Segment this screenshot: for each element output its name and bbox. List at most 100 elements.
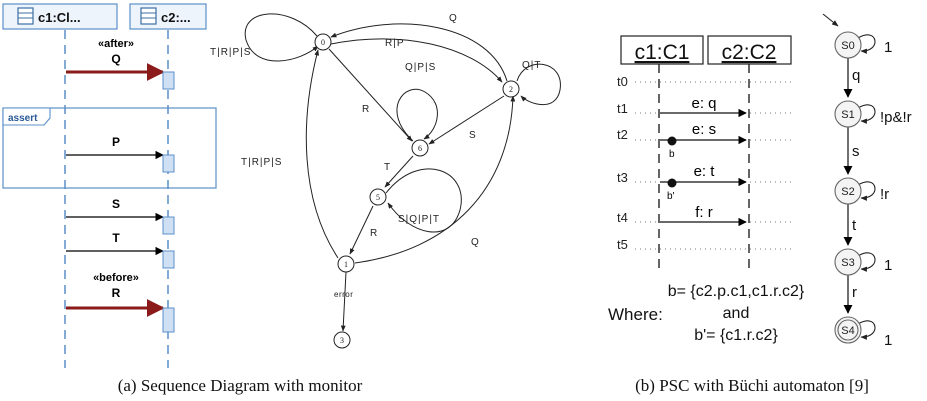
caption-a: (a) Sequence Diagram with monitor [118,376,363,395]
svg-text:S2: S2 [841,186,854,198]
state-s1: S1 [834,100,862,128]
time-label: t5 [617,237,628,252]
transition-1-2 [354,95,516,264]
self-loop-label: !r [880,186,889,203]
self-loop-label: !p&!r [880,109,912,126]
transition-1-0 [305,49,339,259]
where-and: and [723,305,750,322]
transition-label: Q [449,13,458,24]
transition-0-6 [328,48,413,142]
transition-2-6 [428,95,505,145]
transition-loop-6 [396,88,438,142]
self-loop-s1 [857,104,876,124]
time-label: t2 [617,127,628,142]
state-3: 3 [333,331,351,349]
svg-text:5: 5 [376,193,380,202]
state-s0: S0 [834,31,862,59]
time-label: t3 [617,170,628,185]
initial-arrow [822,13,839,27]
psc-message-label: f: r [695,204,713,221]
svg-text:S1: S1 [841,109,854,121]
transition-5-1 [349,205,374,255]
activation-bar [162,250,175,269]
self-loop-label: 1 [884,332,892,349]
monitor-transition-labels: T|R|P|S Q R|P Q|T R Q|P|S S T S|Q|P|T T|… [210,13,541,299]
transition-1-3 [340,271,347,332]
state-2: 2 [502,80,520,98]
transition-label: T|R|P|S [210,47,251,58]
constraint-label: b' [667,191,675,202]
svg-text:6: 6 [418,144,422,153]
psc-message-label: e: s [692,121,716,138]
state-s2: S2 [834,177,862,205]
psc-lifeline-label: c1:C1 [635,41,690,64]
psc-lifeline-head-c2 [707,35,792,65]
state-0: 0 [314,33,332,51]
edge-label: r [852,284,857,301]
message-label: S [112,197,120,211]
time-label: t1 [617,101,628,116]
transition-label: Q|T [522,60,541,71]
monitor-automaton: 0 2 6 5 1 3 [244,13,561,349]
activation-bar [162,216,175,235]
message-label: R [112,286,121,300]
time-labels: t0 t1 t2 t3 t4 t5 [617,74,628,252]
where-b-prime: b'= {c1.r.c2} [694,327,778,344]
svg-text:S3: S3 [841,257,854,269]
message-label: Q [111,52,120,66]
constraint-dot [667,178,677,188]
svg-text:S0: S0 [841,40,854,52]
buchi-automaton: S0 S1 S2 S3 S4 1 !p&!r !r [822,13,912,349]
edge-label: q [852,67,860,84]
psc-lifeline-head-c1 [620,35,704,65]
lifeline-head-c2: c2:... [129,3,207,30]
time-label: t4 [617,210,628,225]
self-loop-s2 [857,181,876,201]
psc-message-label: e: t [694,163,716,180]
caption-b: (b) PSC with Büchi automaton [9] [635,376,869,395]
edge-label: s [852,143,860,160]
psc-diagram: c1:C1 c2:C2 t0 t1 t2 t3 t4 t5 e: q e: s … [608,35,805,344]
state-s4-accepting: S4 [834,316,862,344]
self-loop-label: 1 [884,39,892,56]
svg-text:2: 2 [509,85,513,94]
self-loop-s3 [857,252,876,272]
state-1: 1 [337,255,355,273]
transition-0-2 [330,38,503,83]
lifeline-label: c1:Cl... [38,10,81,25]
activation-bar [162,71,175,90]
activation-bar [162,307,175,333]
transition-loop-5 [385,168,462,233]
state-5: 5 [369,188,387,206]
svg-text:3: 3 [340,336,344,345]
lifeline-head-c1: c1:Cl... [2,3,118,30]
svg-text:S4: S4 [841,325,854,337]
svg-text:0: 0 [321,38,325,47]
transition-label: R [370,228,378,239]
state-6: 6 [411,139,429,157]
transition-loop-0 [244,13,319,62]
svg-text:1: 1 [344,260,348,269]
transition-label: Q|P|S [405,62,436,73]
transition-label: T|R|P|S [241,157,282,168]
psc-message-label: e: q [691,95,716,112]
self-loop-s4 [857,320,876,340]
transition-label: error [334,290,353,299]
message-label: P [112,135,120,149]
transition-label: R [362,104,370,115]
class-icon [140,7,157,25]
edge-label: t [852,217,857,234]
transition-label: Q [471,237,480,248]
transition-label: T [384,162,391,173]
where-b: b= {c2.p.c1,c1.r.c2} [668,283,805,300]
transition-2-0 [330,23,508,82]
sequence-diagram: c1:Cl... c2:... assert «after» Q P [2,3,217,368]
state-s3: S3 [834,248,862,276]
self-loop-s0 [857,34,876,54]
message-stereotype: «before» [93,272,139,284]
message-label: T [112,231,120,245]
message-stereotype: «after» [98,38,134,50]
lifeline-label: c2:... [161,10,191,25]
transition-6-5 [384,155,414,188]
